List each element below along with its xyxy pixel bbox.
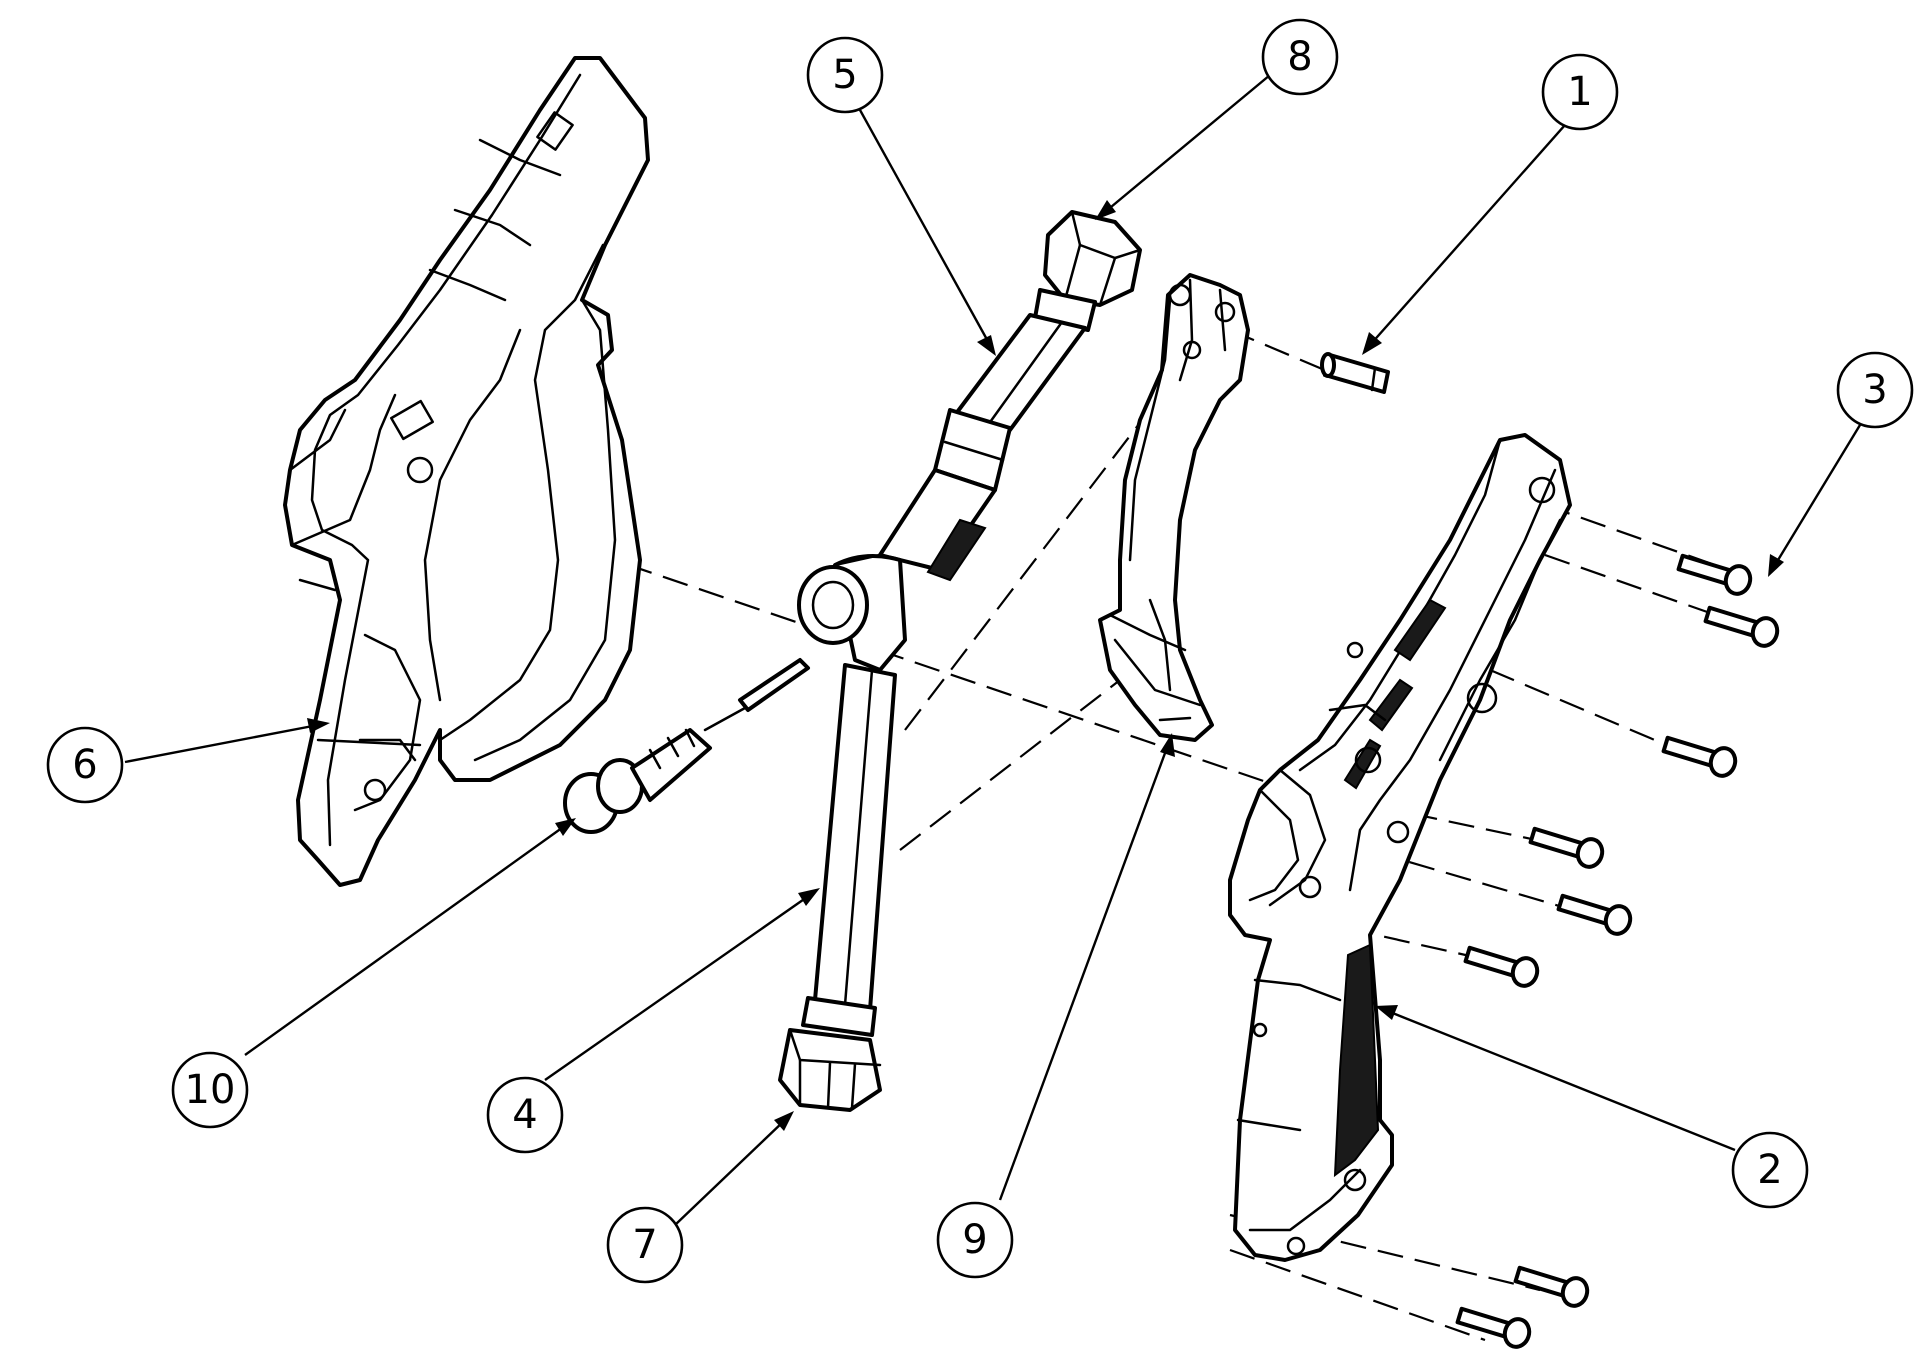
callout-5: 5 bbox=[806, 36, 884, 114]
screw bbox=[1455, 1306, 1532, 1349]
screw bbox=[1676, 553, 1753, 596]
callout-number: 8 bbox=[1287, 34, 1312, 80]
callout-8: 8 bbox=[1261, 18, 1339, 96]
callout-number: 1 bbox=[1567, 69, 1592, 115]
callout-number: 2 bbox=[1757, 1147, 1782, 1193]
screw bbox=[1556, 893, 1633, 936]
callout-6: 6 bbox=[46, 726, 124, 804]
callout-number: 3 bbox=[1862, 367, 1887, 413]
screw bbox=[1703, 605, 1780, 648]
screw bbox=[1528, 826, 1605, 869]
screws bbox=[1455, 553, 1780, 1349]
screw bbox=[1661, 735, 1738, 778]
callout-3: 3 bbox=[1836, 351, 1914, 429]
screw bbox=[1513, 1265, 1590, 1308]
callout-10: 10 bbox=[171, 1051, 249, 1129]
callout-4: 4 bbox=[486, 1076, 564, 1154]
callout-number: 9 bbox=[962, 1217, 987, 1263]
callout-9: 9 bbox=[936, 1201, 1014, 1279]
screw bbox=[1463, 945, 1540, 988]
tube-assembly bbox=[778, 210, 1142, 1112]
callout-number: 4 bbox=[512, 1092, 537, 1138]
callout-number: 6 bbox=[72, 742, 97, 788]
callout-number: 10 bbox=[185, 1067, 236, 1113]
callouts: 1 2 3 4 5 6 7 8 bbox=[46, 18, 1914, 1284]
trigger bbox=[1098, 273, 1250, 742]
left-housing bbox=[283, 56, 650, 887]
callout-2: 2 bbox=[1731, 1131, 1809, 1209]
callout-number: 5 bbox=[832, 52, 857, 98]
pin bbox=[1320, 352, 1390, 394]
callout-number: 7 bbox=[632, 1222, 657, 1268]
callout-1: 1 bbox=[1541, 53, 1619, 131]
leader-lines bbox=[124, 74, 1862, 1226]
callout-7: 7 bbox=[606, 1206, 684, 1284]
right-housing bbox=[1228, 433, 1572, 1262]
valve-cap bbox=[563, 658, 810, 834]
